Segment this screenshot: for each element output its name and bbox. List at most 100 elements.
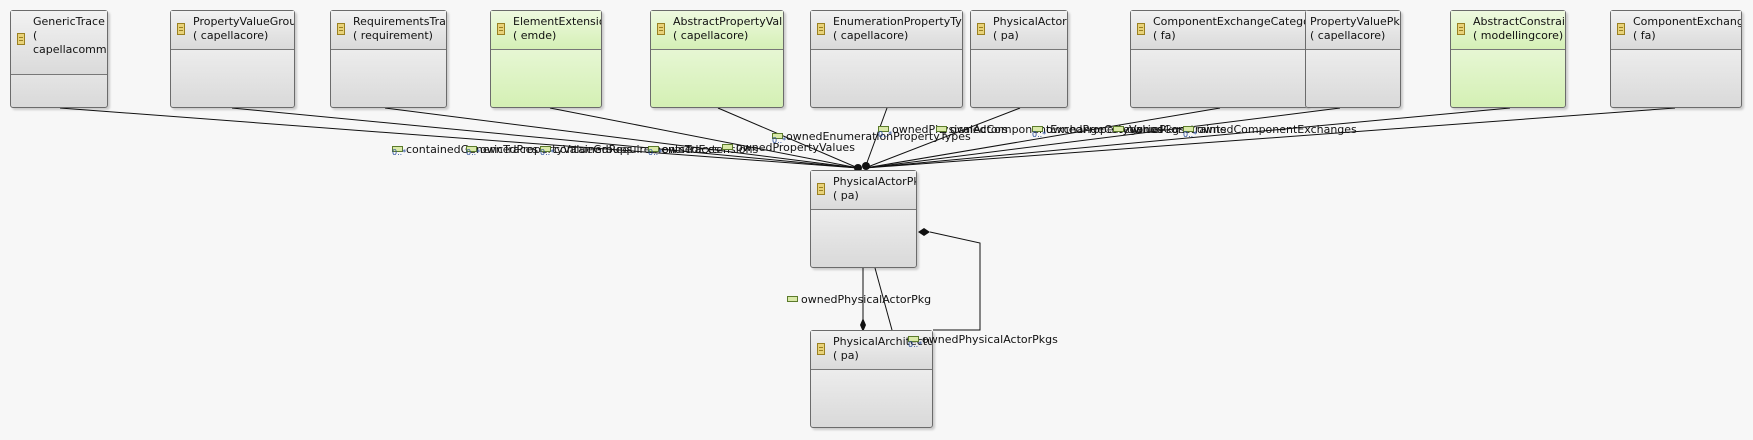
edge-ownedPropertyValuePkgs[interactable] bbox=[864, 107, 1341, 169]
multiplicity-label: 0..* bbox=[1183, 130, 1198, 139]
edge-ownedPhysicalActors[interactable] bbox=[864, 107, 1021, 169]
class-name: ComponentExchange bbox=[1633, 15, 1741, 28]
class-package: ( pa) bbox=[833, 349, 859, 362]
class-name: ComponentExchangeCategory bbox=[1153, 15, 1307, 28]
reference-icon bbox=[936, 126, 947, 132]
multiplicity-label: 0..* bbox=[878, 130, 893, 139]
edge-label-ownedConstraints: ownedConstraints bbox=[1113, 123, 1226, 136]
edge-ownedExtensions[interactable] bbox=[549, 107, 859, 169]
class-package: ( capellacore) bbox=[673, 29, 749, 42]
class-package: ( modellingcore) bbox=[1473, 29, 1564, 42]
edge-label-ownedEnumerationPropertyTypes: ownedEnumerationPropertyTypes bbox=[772, 130, 971, 143]
edge-label-text: ownedPropertyValues bbox=[736, 141, 855, 154]
multiplicity-label: 0..* bbox=[392, 148, 407, 157]
class-PropertyValuePkg[interactable]: PropertyValuePkg ( capellacore) bbox=[1305, 10, 1401, 108]
edge-label-ownedPhysicalActorPkgs: ownedPhysicalActorPkgs bbox=[908, 333, 1058, 346]
edge-label-ownedPropertyValueGroups: ownedPropertyValueGroups bbox=[466, 143, 632, 156]
class-name: AbstractConstraint bbox=[1473, 15, 1565, 28]
class-icon bbox=[177, 23, 185, 35]
edge-label-text: ownedComponentExchanges bbox=[1197, 123, 1357, 136]
multiplicity-label: 0..* bbox=[1032, 130, 1047, 139]
edge-ownedEnumerationPropertyTypes[interactable] bbox=[864, 107, 888, 169]
edge-label-text: ownedPhysicalActorPkgs bbox=[922, 333, 1058, 346]
class-ComponentExchangeCategory[interactable]: ComponentExchangeCategory ( fa) bbox=[1130, 10, 1308, 108]
edge-label-text: ownedPhysicalActorPkg bbox=[801, 293, 932, 306]
class-GenericTrace[interactable]: GenericTrace ( capellacommon) bbox=[10, 10, 108, 108]
class-PhysicalArchitecture[interactable]: PhysicalArchitecture ( pa) bbox=[810, 330, 933, 428]
class-ElementExtension[interactable]: ElementExtension ( emde) bbox=[490, 10, 602, 108]
class-package: ( pa) bbox=[833, 189, 859, 202]
composition-diamond bbox=[860, 318, 866, 332]
class-package: ( capellacore) bbox=[1310, 29, 1386, 42]
edge-label-ownedExtensions: ownedExtensions bbox=[648, 143, 758, 156]
edge-label-text: ownedComponentExchangeCategories bbox=[950, 123, 1164, 136]
class-name: GenericTrace bbox=[33, 15, 105, 28]
class-name: PhysicalActor bbox=[993, 15, 1067, 28]
edge-label-text: containedRequirementsTraces bbox=[554, 143, 720, 156]
edge-label-text: ownedConstraints bbox=[1127, 123, 1227, 136]
class-package: ( fa) bbox=[1633, 29, 1656, 42]
class-PhysicalActorPkg[interactable]: PhysicalActorPkg ( pa) bbox=[810, 170, 917, 268]
class-icon bbox=[337, 23, 345, 35]
edge-containedGenericTraces[interactable] bbox=[59, 107, 859, 169]
edge-label-ownedPhysicalActorPkg: ownedPhysicalActorPkg bbox=[787, 293, 931, 306]
class-package: ( capellacore) bbox=[833, 29, 909, 42]
composition-diamond bbox=[862, 162, 870, 170]
edge-containedRequirementsTraces[interactable] bbox=[384, 107, 859, 169]
class-icon bbox=[497, 23, 505, 35]
class-name: PropertyValueGroup bbox=[193, 15, 294, 28]
edge-ownedComponentExchangeCategories[interactable] bbox=[864, 107, 1221, 169]
class-PropertyValueGroup[interactable]: PropertyValueGroup ( capellacore) bbox=[170, 10, 295, 108]
class-icon bbox=[817, 23, 825, 35]
class-AbstractPropertyValue[interactable]: AbstractPropertyValue ( capellacore) bbox=[650, 10, 784, 108]
edge-label-ownedComponentExchanges: ownedComponentExchanges bbox=[1183, 123, 1357, 136]
class-name: AbstractPropertyValue bbox=[673, 15, 783, 28]
edge-label-containedRequirementsTraces: containedRequirementsTraces bbox=[540, 143, 720, 156]
reference-icon bbox=[878, 126, 889, 132]
reference-icon bbox=[1032, 126, 1043, 132]
class-icon bbox=[977, 23, 985, 35]
reference-icon bbox=[772, 133, 783, 139]
edge-ownedPhysicalActorPkg-return[interactable] bbox=[874, 267, 893, 331]
class-package: ( capellacommon) bbox=[33, 29, 107, 56]
multiplicity-label: 0..* bbox=[908, 340, 923, 349]
edge-label-ownedComponentExchangeCategories: ownedComponentExchangeCategories bbox=[936, 123, 1163, 136]
edge-ownedPropertyValueGroups[interactable] bbox=[231, 107, 859, 169]
class-icon bbox=[817, 343, 825, 355]
reference-icon bbox=[1183, 126, 1194, 132]
multiplicity-label: 0..* bbox=[772, 136, 787, 145]
edge-label-ownedPhysicalActors: ownedPhysicalActors bbox=[878, 123, 1008, 136]
edge-ownedPropertyValues[interactable] bbox=[717, 107, 859, 169]
class-package: ( capellacore) bbox=[193, 29, 269, 42]
class-package: ( pa) bbox=[993, 29, 1019, 42]
class-PhysicalActor[interactable]: PhysicalActor ( pa) bbox=[970, 10, 1068, 108]
class-icon bbox=[1617, 23, 1625, 35]
composition-diamond bbox=[918, 228, 930, 236]
class-icon bbox=[657, 23, 665, 35]
class-package: ( requirement) bbox=[353, 29, 433, 42]
edge-ownedConstraints[interactable] bbox=[864, 107, 1511, 169]
class-ComponentExchange[interactable]: ComponentExchange ( fa) bbox=[1610, 10, 1742, 108]
class-icon bbox=[17, 33, 25, 45]
edge-label-text: ownedExtensions bbox=[662, 143, 759, 156]
class-RequirementsTrace[interactable]: RequirementsTrace ( requirement) bbox=[330, 10, 447, 108]
edge-ownedComponentExchanges[interactable] bbox=[864, 107, 1676, 169]
class-icon bbox=[1137, 23, 1145, 35]
class-AbstractConstraint[interactable]: AbstractConstraint ( modellingcore) bbox=[1450, 10, 1566, 108]
reference-icon bbox=[722, 144, 733, 150]
edge-ownedPhysicalActorPkgs[interactable] bbox=[929, 231, 981, 331]
reference-icon bbox=[908, 336, 919, 342]
edge-label-text: ownedPropertyValueGroups bbox=[480, 143, 633, 156]
class-package: ( fa) bbox=[1153, 29, 1176, 42]
class-name: PhysicalArchitecture bbox=[833, 335, 932, 348]
reference-icon bbox=[392, 146, 403, 152]
class-name: PhysicalActorPkg bbox=[833, 175, 916, 188]
reference-icon bbox=[466, 146, 477, 152]
class-EnumerationPropertyType[interactable]: EnumerationPropertyType ( capellacore) bbox=[810, 10, 963, 108]
reference-icon bbox=[787, 296, 798, 302]
class-name: RequirementsTrace bbox=[353, 15, 446, 28]
class-name: PropertyValuePkg bbox=[1310, 15, 1400, 28]
edge-label-text: ownedEnumerationPropertyTypes bbox=[786, 130, 971, 143]
class-icon bbox=[817, 183, 825, 195]
